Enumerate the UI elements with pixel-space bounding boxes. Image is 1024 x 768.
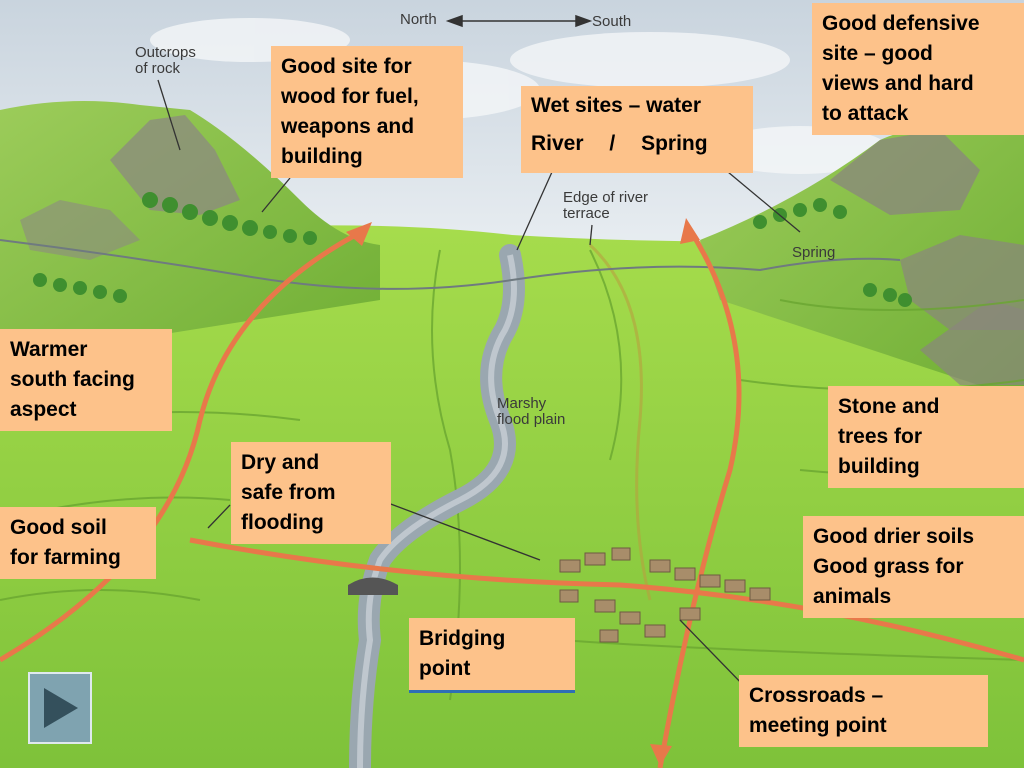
callout-defensive: Good defensive site – good views and har…: [812, 3, 1024, 135]
right-rock-outcrop-3: [920, 300, 1024, 385]
callout-bridging-point: Bridging point: [409, 618, 575, 693]
river-terrace-edge: [588, 243, 652, 601]
callout-wood-text: Good site for wood for fuel, weapons and…: [281, 55, 419, 168]
road-right: [657, 228, 742, 768]
stream: [0, 239, 901, 290]
road-right-arrowhead: [680, 218, 700, 244]
bridge: [348, 577, 398, 595]
road-left: [0, 227, 367, 663]
left-rock-outcrop-2: [20, 200, 140, 260]
callout-wet-title: Wet sites – water: [531, 94, 702, 117]
road-cross: [189, 537, 1024, 663]
callout-dry: Dry and safe from flooding: [231, 442, 391, 544]
woodland-right: [753, 198, 912, 307]
callout-drier-text: Good drier soils Good grass for animals: [813, 525, 975, 608]
marshy-flood-plain-label: Marshy flood plain: [497, 395, 566, 428]
outcrops-label: Outcrops of rock: [135, 44, 196, 77]
valley-floor: [0, 225, 1024, 768]
callout-bridging-text: Bridging point: [419, 627, 506, 680]
leader-lines: [157, 79, 801, 691]
woodland-left: [33, 192, 317, 303]
callout-wet-sites: Wet sites – water River / Spring: [521, 86, 753, 173]
spring-label: Spring: [792, 244, 836, 261]
next-slide-button[interactable]: [28, 672, 92, 744]
callout-wet-spring: Spring: [641, 132, 708, 155]
village: [559, 547, 771, 643]
callout-wood: Good site for wood for fuel, weapons and…: [271, 46, 463, 178]
road-left-arrowhead: [346, 222, 372, 246]
callout-stone-text: Stone and trees for building: [838, 395, 940, 478]
road-bottom-arrowhead: [650, 744, 672, 766]
callout-wet-separator: /: [609, 132, 616, 155]
callout-dry-text: Dry and safe from flooding: [241, 451, 336, 534]
left-rock-outcrop: [110, 115, 240, 215]
callout-soil-text: Good soil for farming: [10, 516, 121, 569]
river-highlight: [357, 254, 517, 768]
callout-stone-trees: Stone and trees for building: [828, 386, 1024, 488]
callout-good-soil: Good soil for farming: [0, 507, 156, 579]
callout-defensive-text: Good defensive site – good views and har…: [822, 12, 980, 125]
callout-crossroads: Crossroads – meeting point: [739, 675, 988, 747]
compass-south-label: South: [592, 13, 632, 30]
callout-crossroads-text: Crossroads – meeting point: [749, 684, 887, 737]
compass: [445, 14, 593, 28]
callout-warmer-text: Warmer south facing aspect: [10, 338, 135, 421]
compass-north-label: North: [400, 11, 437, 28]
callout-drier-soils: Good drier soils Good grass for animals: [803, 516, 1024, 618]
play-triangle-icon: [44, 688, 78, 728]
edge-of-terrace-label: Edge of river terrace: [563, 189, 649, 222]
right-rock-outcrop: [830, 130, 980, 215]
callout-warmer-aspect: Warmer south facing aspect: [0, 329, 172, 431]
callout-wet-river: River: [531, 132, 584, 155]
